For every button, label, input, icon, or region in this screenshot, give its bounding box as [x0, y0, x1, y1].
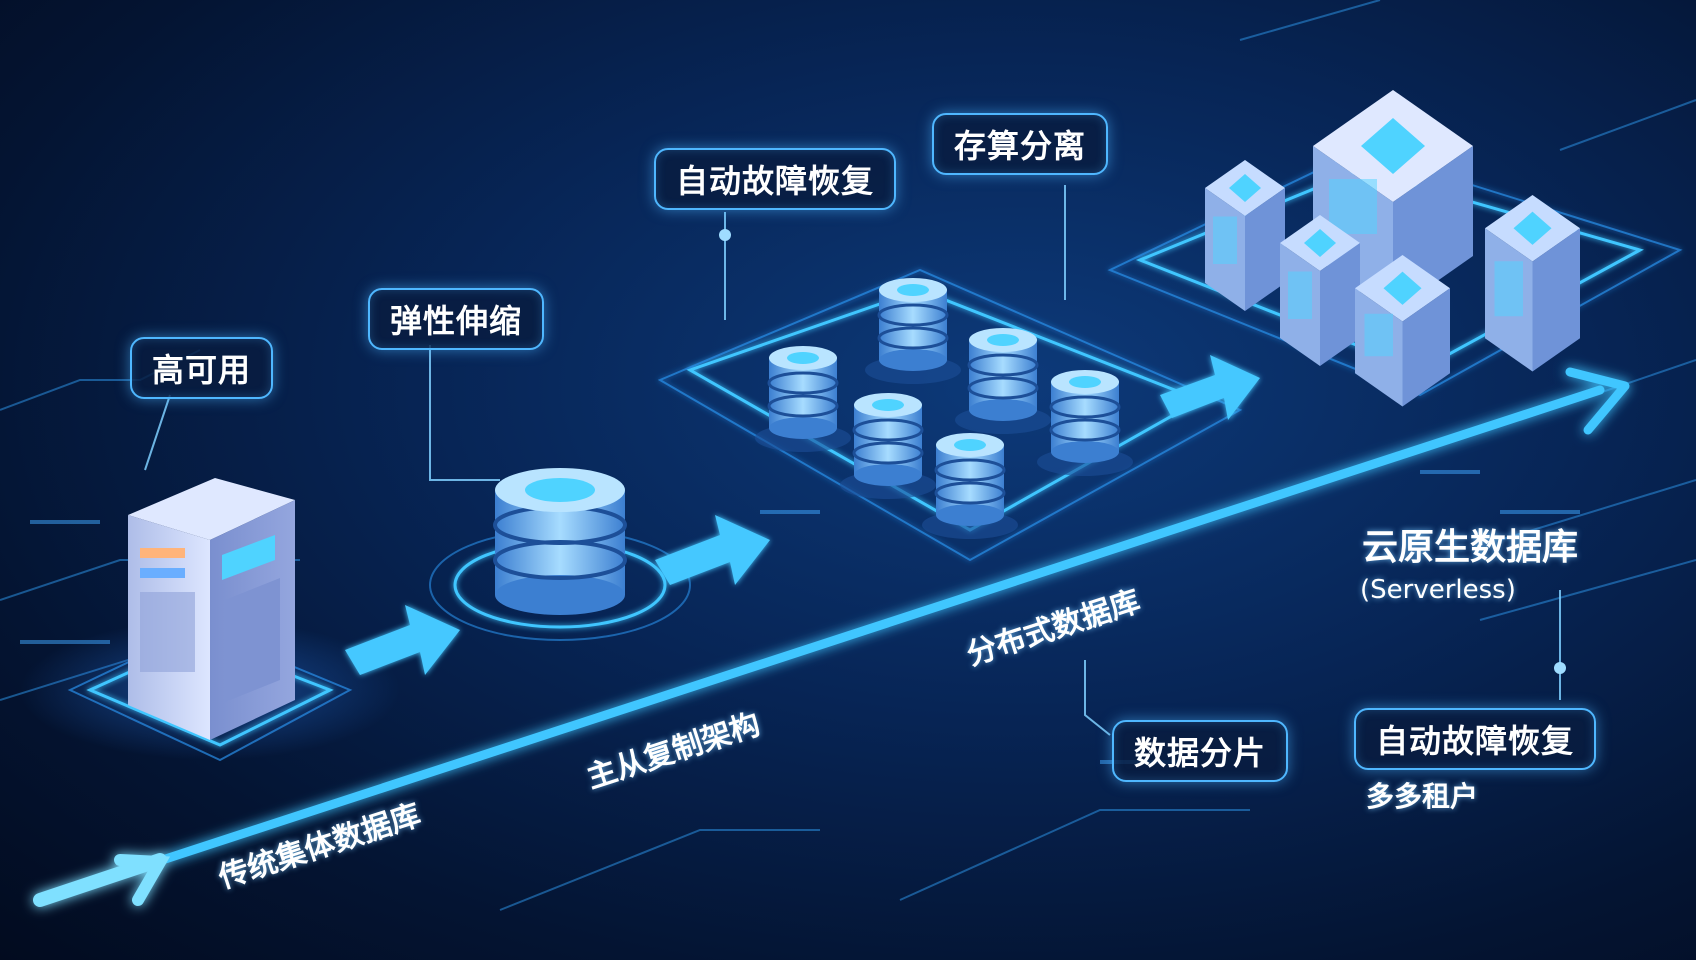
label-auto-failover-right: 自动故障恢复	[1354, 708, 1597, 770]
label-auto-failover-top: 自动故障恢复	[654, 148, 897, 210]
right-arrow-icon	[1160, 355, 1260, 420]
database-cylinder-icon	[493, 468, 627, 615]
cloud-node-icon	[1280, 215, 1360, 366]
cloud-node-icon	[1205, 160, 1285, 311]
cloud-node-icon	[1485, 195, 1580, 372]
database-cylinder-icon	[755, 346, 851, 452]
label-storage-compute-separation: 存算分离	[932, 113, 1109, 175]
cloud-node-icon	[1313, 90, 1473, 312]
distributed-nodes	[755, 278, 1133, 539]
label-data-sharding: 数据分片	[1112, 720, 1289, 782]
cloud-cubes	[1205, 90, 1580, 407]
label-high-availability: 高可用	[130, 337, 274, 399]
label-serverless: (Serverless)	[1360, 575, 1516, 605]
right-arrow-icon	[345, 605, 460, 675]
label-multi-tenant: 多多租户	[1366, 780, 1479, 813]
leader-lines	[144, 185, 1561, 736]
database-cylinder-icon	[840, 393, 936, 499]
server-icon	[128, 478, 295, 740]
database-cylinder-icon	[922, 433, 1018, 539]
database-cylinder-icon	[865, 278, 961, 384]
cloud-node-icon	[1355, 255, 1450, 407]
database-cylinder-icon	[955, 328, 1051, 434]
leader-dots	[719, 229, 1566, 674]
label-elastic-scaling: 弹性伸缩	[368, 288, 545, 350]
right-arrow-icon	[655, 515, 770, 585]
label-cloud-native-db: 云原生数据库	[1362, 527, 1579, 568]
database-cylinder-icon	[1037, 370, 1133, 476]
timeline-arrow	[33, 367, 1630, 907]
